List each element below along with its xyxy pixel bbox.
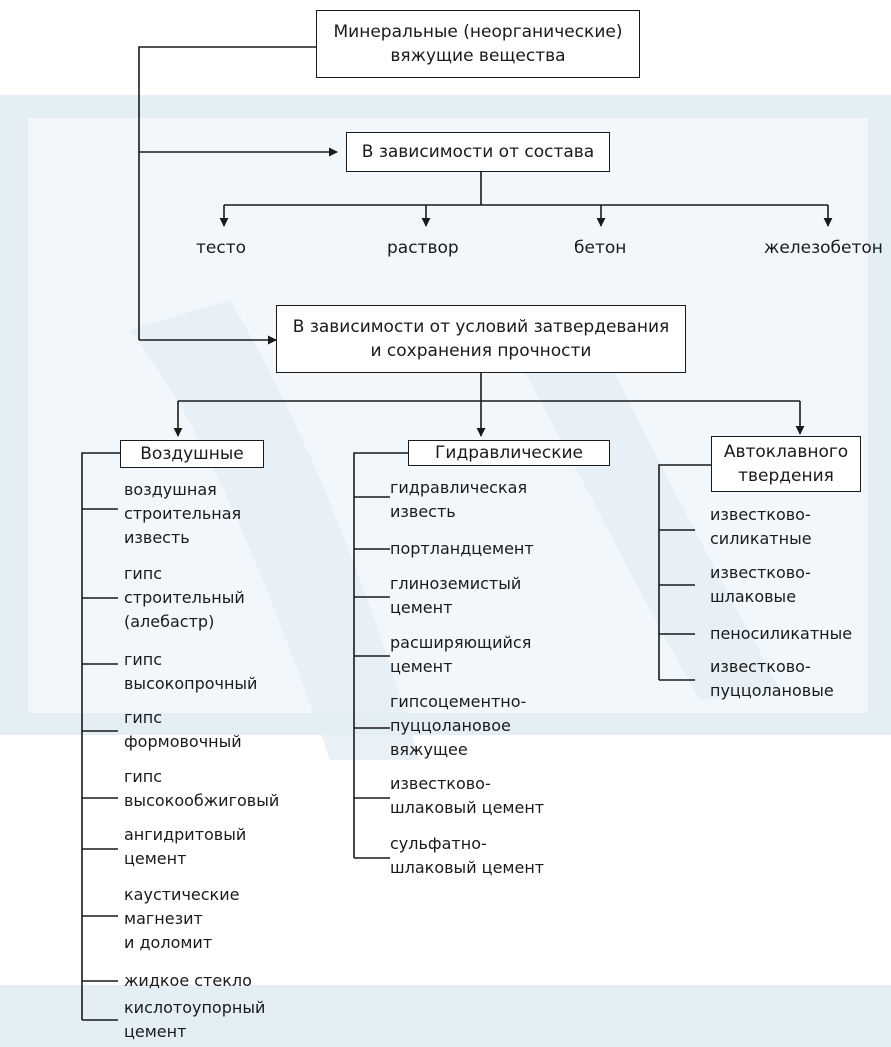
composition-item-zhelezobeton: железобетон [764,238,883,258]
hydraulic-item: портландцемент [390,539,534,558]
air-item: ангидритовый цемент [124,825,247,868]
air-item: гипс высокообжиговый [124,767,280,810]
composition-item-beton: бетон [574,238,627,258]
air-group-box: Воздушные [120,440,264,468]
hydraulic-item: известково- шлаковый цемент [390,774,545,817]
hydraulic-item: гипсоцементно- пуццолановое вяжущее [390,692,527,759]
autoclave-item: известково- силикатные [710,505,812,548]
air-item-ticks [82,508,118,1021]
watermark-shape-left [130,300,420,760]
autoclave-item: известково- шлаковые [710,563,811,606]
air-item: гипс формовочный [124,708,242,751]
air-item: каустические магнезит и доломит [124,885,240,952]
autoclave-group-box: Автоклавного твердения [711,436,861,492]
watermark-bottom-band [0,985,891,1047]
air-item: гипс строительный (алебастр) [124,564,245,631]
root-spine-line [138,46,316,340]
air-item: кислотоупорный цемент [124,998,266,1041]
autoclave-item-ticks [659,529,695,681]
hydraulic-group-box: Гидравлические [408,440,610,466]
hydraulic-item-ticks [354,496,390,859]
composition-box: В зависимости от состава [346,132,610,172]
hydraulic-item: гидравлическая известь [390,478,528,521]
autoclave-spine [658,464,711,680]
composition-item-testo: тесто [196,238,247,258]
air-item: воздушная строительная известь [124,480,242,547]
air-item: гипс высокопрочный [124,650,258,693]
hardening-branch-line [178,372,800,402]
hardening-box: В зависимости от условий затвердевания и… [276,305,686,373]
root-box: Минеральные (неорганические) вяжущие вещ… [316,10,640,78]
hydraulic-item: расширяющийся цемент [390,633,532,676]
autoclave-item: пеносиликатные [710,624,853,643]
autoclave-item: известково- пуццолановые [710,657,834,700]
composition-branch-line [224,172,828,206]
watermark-shape-right [500,320,780,700]
hydraulic-spine [353,452,408,858]
hydraulic-item: глиноземистый цемент [390,574,522,617]
hydraulic-item: сульфатно- шлаковый цемент [390,834,545,877]
air-spine [81,452,120,1020]
air-item: жидкое стекло [124,971,252,990]
composition-item-rastvor: раствор [387,238,459,258]
